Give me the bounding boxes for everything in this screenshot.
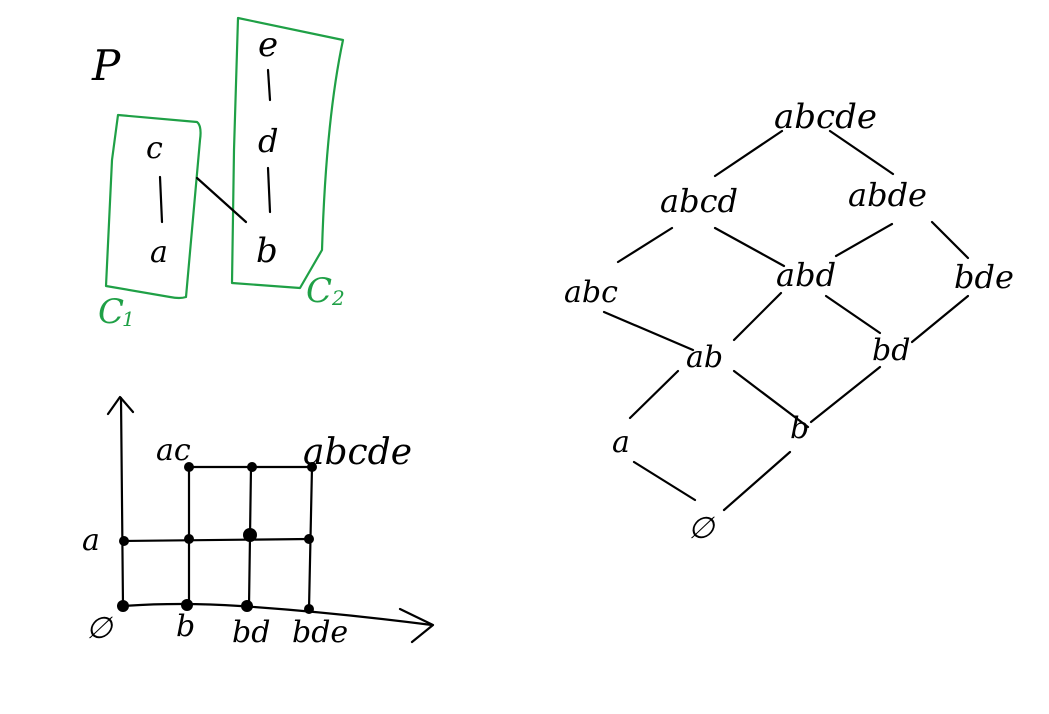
chain2-edge-ed	[266, 68, 272, 102]
grid-node	[307, 462, 317, 472]
chain1-subscript: 1	[122, 307, 135, 331]
grid-nodes	[117, 462, 317, 614]
chain1-element-a: a	[150, 235, 168, 270]
chain2-element-b: b	[256, 231, 278, 271]
chain1-element-c: c	[146, 131, 163, 166]
lattice-edge	[732, 291, 783, 342]
grid-node	[304, 604, 314, 614]
grid-node	[184, 462, 194, 472]
grid-node	[117, 600, 129, 612]
lattice-node-b: b	[790, 411, 809, 446]
chain2-edge-db	[266, 166, 272, 214]
grid-label-abcde: abcde	[303, 432, 412, 473]
poset-label: P	[91, 41, 121, 90]
lattice-edge	[713, 226, 786, 268]
lattice-node-abc: abc	[564, 275, 618, 310]
grid-node	[304, 534, 314, 544]
lattice-edge	[828, 129, 895, 176]
grid-node	[184, 534, 194, 544]
lattice-edge	[809, 365, 882, 424]
grid-node	[181, 599, 193, 611]
chain2-subscript: 2	[331, 286, 345, 310]
grid-label-bd: bd	[232, 615, 270, 650]
grid-label-bde: bde	[292, 615, 348, 650]
grid-node	[247, 462, 257, 472]
y-axis	[119, 396, 125, 608]
lattice-node-bde: bde	[954, 258, 1014, 296]
y-axis-arrow	[106, 395, 135, 416]
lattice-edge	[824, 294, 882, 335]
lattice-diagram: abcde abcd abde abc abd bde ab bd a b ∅	[564, 97, 1014, 546]
grid-label-ac: ac	[156, 433, 191, 468]
poset-P: P C 1 c a C 2 e d b	[91, 16, 345, 332]
chain1-name: C	[98, 292, 124, 332]
lattice-node-abd: abd	[776, 256, 836, 294]
lattice-node-abcd: abcd	[660, 182, 738, 220]
grid-label-empty: ∅	[86, 611, 114, 646]
chain1-box	[104, 113, 202, 300]
lattice-node-bd: bd	[872, 333, 910, 368]
chain1-edge	[158, 175, 164, 224]
lattice-edge	[834, 222, 894, 258]
lattice-edge	[930, 220, 970, 260]
grid-row-a	[121, 537, 311, 543]
lattice-node-ab: ab	[686, 340, 723, 375]
lattice-edge	[722, 450, 792, 512]
lattice-node-abde: abde	[848, 176, 927, 214]
cross-edge-c-b	[195, 176, 248, 224]
grid-node	[243, 528, 257, 542]
lattice-edge	[910, 294, 970, 344]
x-axis	[121, 602, 434, 627]
grid-diagram: a ∅ ac abcde b bd bde	[82, 395, 435, 650]
chain2-name: C	[306, 271, 332, 311]
lattice-node-a: a	[612, 425, 630, 460]
lattice-edge	[602, 310, 695, 352]
chain2-box	[230, 16, 345, 290]
lattice-edge	[628, 369, 680, 420]
grid-label-b: b	[176, 609, 195, 644]
grid-label-a: a	[82, 523, 100, 558]
grid-node	[119, 536, 129, 546]
x-axis-arrow	[398, 607, 435, 644]
lattice-edge	[616, 226, 674, 264]
lattice-node-abcde: abcde	[774, 97, 877, 137]
lattice-edge	[632, 460, 697, 502]
lattice-edge	[713, 129, 784, 178]
chain2-element-e: e	[258, 25, 278, 65]
lattice-edge	[732, 369, 810, 429]
lattice-node-empty: ∅	[688, 511, 716, 546]
chain2-element-d: d	[258, 122, 278, 160]
grid-node	[241, 600, 253, 612]
